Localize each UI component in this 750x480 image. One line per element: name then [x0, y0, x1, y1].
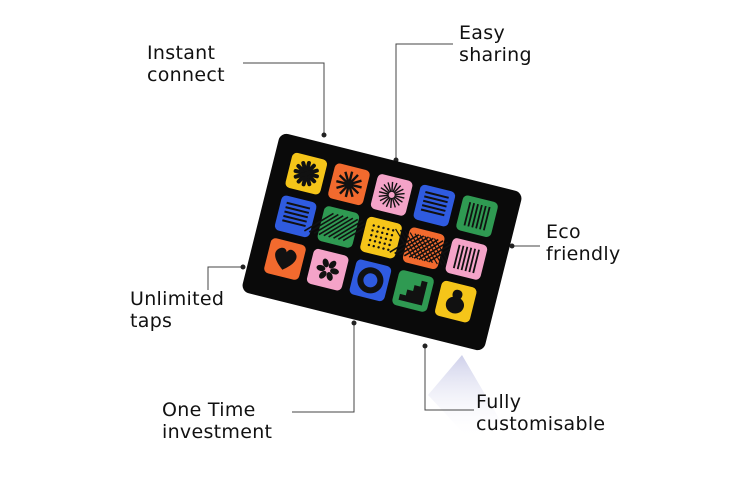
feature-line: friendly [546, 243, 621, 265]
nfc-card [242, 133, 522, 351]
feature-fully-customisable: Fully customisable [476, 391, 605, 435]
feature-eco-friendly: Eco friendly [546, 221, 621, 265]
feature-line: connect [147, 64, 225, 86]
card-tile [285, 152, 328, 195]
stripes-icon [463, 201, 491, 231]
card-tile [392, 270, 434, 312]
dots-icon [367, 224, 395, 251]
card-tile [360, 216, 402, 259]
connector-one-time-investment [292, 323, 355, 413]
stairs-icon [398, 280, 428, 306]
feature-instant-connect: Instant connect [147, 42, 225, 86]
rays-icon [378, 181, 405, 208]
card-tile [370, 174, 413, 216]
tile-background [274, 195, 317, 238]
card-tile [264, 238, 306, 280]
asterisk-icon [293, 160, 319, 187]
feature-line: Fully [476, 391, 522, 413]
card-tile [435, 280, 477, 323]
blob-icon [445, 289, 465, 314]
heart-icon [275, 247, 297, 270]
tile-background [349, 259, 392, 302]
tile-background [370, 174, 413, 216]
card-tile [456, 195, 498, 237]
card-tile [306, 248, 349, 291]
connector-lines [207, 43, 540, 413]
tile-background [306, 248, 349, 291]
feature-line: Instant [147, 42, 216, 64]
waves-icon [420, 191, 449, 217]
card-tile [303, 206, 373, 248]
tile-background [413, 184, 456, 227]
feature-line: sharing [459, 44, 532, 66]
connector-easy-sharing [395, 43, 453, 160]
feature-line: Eco [546, 221, 581, 243]
ring-icon [357, 267, 384, 294]
flower-icon [316, 258, 339, 281]
card-tile [413, 184, 456, 227]
connector-fully-customisable [424, 346, 474, 411]
crosshatch-icon [389, 228, 459, 268]
tile-background [392, 270, 434, 312]
feature-line: taps [130, 310, 173, 332]
feature-line: investment [162, 421, 273, 443]
tile-grid [264, 152, 498, 323]
feature-line: customisable [476, 413, 606, 435]
tile-background [456, 195, 498, 237]
card-reflection [428, 355, 500, 440]
connector-instant-connect [243, 62, 325, 135]
card-tile [328, 163, 370, 206]
feature-line: One Time [162, 399, 256, 421]
feature-one-time-investment: One Time investment [162, 399, 272, 443]
card-tile [389, 227, 459, 270]
tile-background [445, 238, 488, 280]
lines-icon [282, 201, 311, 228]
card-tile [445, 238, 488, 280]
connector-unlimited-taps [207, 266, 243, 290]
card-tile [274, 195, 317, 238]
feature-unlimited-taps: Unlimited taps [130, 288, 224, 332]
sunburst-icon [336, 171, 362, 198]
feature-easy-sharing: Easy sharing [459, 22, 532, 66]
feature-line: Unlimited [130, 288, 225, 310]
card-tile [349, 259, 392, 302]
feature-line: Easy [459, 22, 505, 44]
vertical-lines-icon [452, 244, 480, 274]
